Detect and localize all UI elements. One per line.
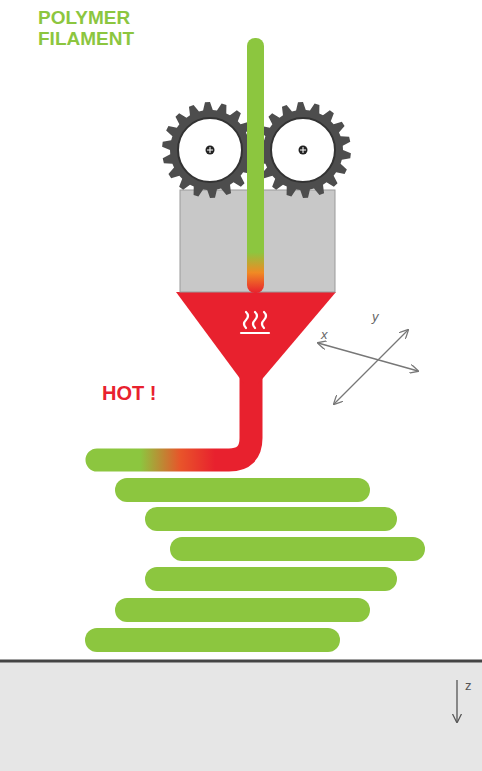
layer [145, 567, 397, 591]
hot-end [176, 292, 336, 384]
heat-symbol [241, 312, 269, 333]
part-label: POLYMER FILAMENT [38, 8, 198, 49]
printed-layers [85, 478, 425, 652]
extruded-bead [97, 370, 251, 460]
y-axis-arrow [334, 330, 408, 404]
z-arrow [456, 680, 457, 722]
layer [145, 507, 397, 531]
gear [255, 102, 351, 198]
plate-edge [0, 660, 482, 663]
layer [115, 598, 370, 622]
gear [162, 102, 258, 198]
warning-label: HOT ! [102, 382, 192, 404]
layer [85, 628, 340, 652]
axis-label: y [372, 310, 392, 323]
axis-label: z [465, 679, 479, 692]
filament [247, 38, 264, 293]
build-plate [0, 661, 482, 771]
layer [170, 537, 425, 561]
axis-label: x [321, 328, 341, 341]
layer [115, 478, 370, 502]
x-axis-arrow [318, 343, 418, 371]
